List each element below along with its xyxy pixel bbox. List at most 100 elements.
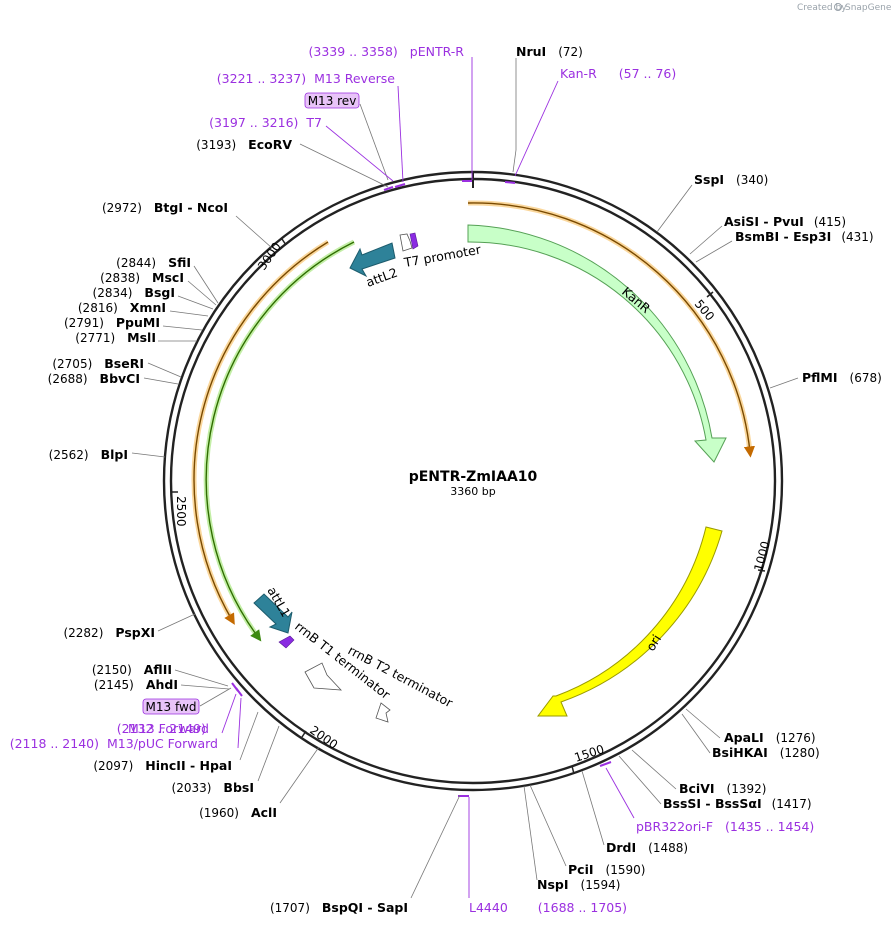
rrnb-t1-primer-mark — [278, 635, 295, 649]
svg-text:(2282)PspXI: (2282)PspXI — [63, 625, 155, 640]
svg-text:(2688)BbvCI: (2688)BbvCI — [48, 371, 140, 386]
primer-t7[interactable]: (3197 .. 3216)T7 — [209, 115, 394, 182]
primer-bars — [231, 180, 612, 797]
ori-label: ori — [643, 632, 664, 654]
site-hincii-hpai[interactable]: (2097)HincII - HpaI — [93, 711, 259, 773]
primer-l4440[interactable]: L4440(1688 .. 1705) — [468, 797, 627, 915]
svg-text:SspI(340): SspI(340) — [694, 172, 768, 187]
site-acli[interactable]: (1960)AclI — [199, 746, 320, 820]
svg-text:(1707)BspQI - SapI: (1707)BspQI - SapI — [270, 900, 408, 915]
plasmid-length: 3360 bp — [450, 485, 495, 498]
site-sspi[interactable]: SspI(340) — [656, 172, 768, 233]
svg-text:PciI(1590): PciI(1590) — [568, 862, 645, 877]
snapgene-logo-icon — [834, 3, 842, 11]
site-sfii[interactable]: (2844)SfiI — [116, 255, 219, 304]
rrnb-t1-terminator-feature[interactable] — [304, 662, 342, 691]
svg-text:BciVI(1392): BciVI(1392) — [679, 781, 766, 796]
primer-pbr322ori-f[interactable]: pBR322ori-F(1435 .. 1454) — [605, 767, 814, 834]
primer-m13-reverse[interactable]: (3221 .. 3237)M13 Reverse — [217, 71, 404, 183]
plasmid-name: pENTR-ZmIAA10 — [409, 469, 538, 485]
site-bcivi[interactable]: BciVI(1392) — [631, 749, 766, 796]
svg-text:(2972)BtgI - NcoI: (2972)BtgI - NcoI — [102, 200, 228, 215]
svg-text:(2791)PpuMI: (2791)PpuMI — [64, 315, 160, 330]
site-bsmbi-esp3i[interactable]: BsmBI - Esp3I(431) — [695, 229, 874, 263]
attl2-feature[interactable] — [349, 242, 396, 278]
kanr-feature[interactable] — [467, 224, 727, 463]
site-blpi[interactable]: (2562)BlpI — [49, 447, 166, 462]
site-bsihkai[interactable]: BsiHKAI(1280) — [681, 713, 820, 760]
site-bsgi[interactable]: (2834)BsgI — [93, 285, 214, 310]
attl2-label: attL2 — [364, 265, 400, 290]
site-asisi-pvui[interactable]: AsiSI - PvuI(415) — [689, 214, 846, 255]
site-drdi[interactable]: DrdI(1488) — [581, 770, 688, 855]
svg-text:(2771)MslI: (2771)MslI — [75, 330, 156, 345]
svg-text:BssSI - BssSαI(1417): BssSI - BssSαI(1417) — [663, 796, 812, 811]
svg-text:M13 rev: M13 rev — [308, 94, 357, 108]
svg-text:(1960)AclI: (1960)AclI — [199, 805, 277, 820]
site-xmni[interactable]: (2816)XmnI — [78, 300, 209, 317]
site-aflii[interactable]: (2150)AflII — [92, 662, 229, 687]
site-ppumi[interactable]: (2791)PpuMI — [64, 315, 203, 331]
tick-1500: 1500 — [571, 742, 606, 775]
site-pflmi[interactable]: PflMI(678) — [769, 370, 882, 389]
svg-text:M13/pUC Forward: M13/pUC Forward — [107, 736, 218, 751]
rrnb-t2-terminator-feature[interactable] — [375, 702, 391, 723]
svg-text:(3221 .. 3237)M13 Reverse: (3221 .. 3237)M13 Reverse — [217, 71, 395, 86]
svg-text:(3197 .. 3216)T7: (3197 .. 3216)T7 — [209, 115, 322, 130]
attl1-feature[interactable] — [253, 593, 293, 634]
site-btgi-ncoi[interactable]: (2972)BtgI - NcoI — [102, 200, 273, 249]
ori-feature[interactable] — [537, 526, 723, 717]
svg-text:L4440(1688 .. 1705): L4440(1688 .. 1705) — [469, 900, 627, 915]
primer-pentr-r[interactable]: (3339 .. 3358)pENTR-R — [309, 44, 473, 180]
site-pcii[interactable]: PciI(1590) — [529, 784, 645, 877]
svg-text:DrdI(1488): DrdI(1488) — [606, 840, 688, 855]
svg-text:(2097)HincII - HpaI: (2097)HincII - HpaI — [93, 758, 232, 773]
site-ahdi[interactable]: (2145)AhdI — [94, 677, 230, 692]
t7-promoter-feature[interactable] — [399, 233, 413, 252]
svg-text:M13 fwd: M13 fwd — [146, 700, 197, 714]
site-apali[interactable]: ApaLI(1276) — [685, 708, 816, 745]
svg-text:ApaLI(1276): ApaLI(1276) — [724, 730, 816, 745]
svg-text:(2705)BseRI: (2705)BseRI — [52, 356, 144, 371]
orf-right-arc — [467, 202, 755, 458]
svg-text:(2132 .. 2149): (2132 .. 2149) — [117, 721, 206, 736]
site-nspi[interactable]: NspI(1594) — [523, 785, 620, 892]
svg-text:2000: 2000 — [307, 723, 340, 752]
primer-box-m13-rev[interactable]: M13 rev — [304, 92, 389, 181]
site-msli[interactable]: (2771)MslI — [75, 330, 197, 345]
primer-kan-r[interactable]: Kan-R(57 .. 76) — [514, 66, 676, 177]
svg-text:BsmBI - Esp3I(431): BsmBI - Esp3I(431) — [735, 229, 874, 244]
site-bspqi-sapi[interactable]: (1707)BspQI - SapI — [270, 794, 461, 915]
orf-left-green-glow — [203, 239, 356, 639]
primer-box-m13-fwd[interactable]: M13 fwd — [142, 687, 232, 715]
svg-text:Kan-R(57 .. 76): Kan-R(57 .. 76) — [560, 66, 676, 81]
site-bseri[interactable]: (2705)BseRI — [52, 356, 182, 378]
svg-text:NruI(72): NruI(72) — [516, 44, 583, 59]
site-ecorv[interactable]: (3193)EcoRV — [196, 137, 389, 188]
site-bsssi-bsssai[interactable]: BssSI - BssSαI(1417) — [618, 755, 812, 811]
watermark-created-by: Created by — [797, 3, 847, 13]
tick-2000: 2000 — [301, 723, 340, 752]
t7-primer-mark — [409, 232, 419, 250]
site-bbvci[interactable]: (2688)BbvCI — [48, 371, 179, 386]
tick-2500: 2500 — [171, 491, 188, 527]
primer-m13-puc-forward[interactable]: (2118 .. 2140) M13/pUC Forward — [10, 697, 242, 751]
svg-text:(2118 .. 2140): (2118 .. 2140) — [10, 736, 99, 751]
primer-m13-forward[interactable]: (2132 .. 2149) M13 Forward — [117, 693, 237, 736]
site-pspxi[interactable]: (2282)PspXI — [63, 613, 196, 640]
svg-text:2500: 2500 — [174, 496, 188, 527]
svg-text:(2844)SfiI: (2844)SfiI — [116, 255, 191, 270]
svg-text:(2145)AhdI: (2145)AhdI — [94, 677, 178, 692]
site-bbsi[interactable]: (2033)BbsI — [172, 725, 280, 795]
svg-text:PflMI(678): PflMI(678) — [802, 370, 882, 385]
svg-text:(3193)EcoRV: (3193)EcoRV — [196, 137, 292, 152]
svg-text:M13 Forward: M13 Forward — [128, 721, 209, 736]
site-nrui[interactable]: NruI(72) — [512, 44, 583, 173]
svg-text:AsiSI - PvuI(415): AsiSI - PvuI(415) — [724, 214, 846, 229]
svg-text:(2838)MscI: (2838)MscI — [100, 270, 184, 285]
site-msci[interactable]: (2838)MscI — [100, 270, 217, 306]
svg-text:pBR322ori-F(1435 .. 1454): pBR322ori-F(1435 .. 1454) — [636, 819, 814, 834]
svg-text:(2816)XmnI: (2816)XmnI — [78, 300, 166, 315]
svg-text:(2150)AflII: (2150)AflII — [92, 662, 172, 677]
